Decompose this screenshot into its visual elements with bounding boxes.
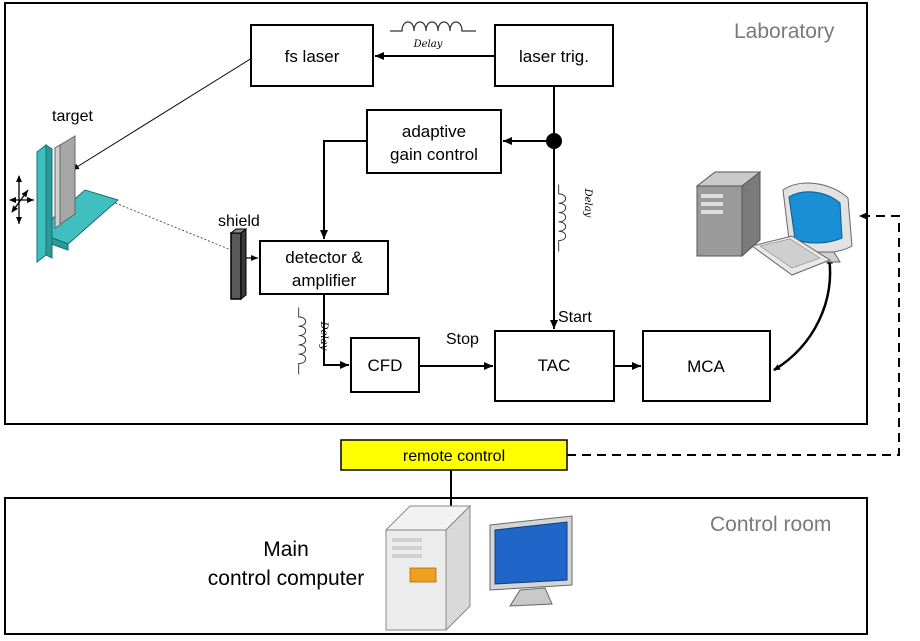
fs-laser-label: fs laser [285, 47, 340, 66]
delay-coil-icon [389, 21, 477, 32]
tac-box: TAC [494, 330, 615, 402]
main-computer-label-2: control computer [208, 567, 364, 590]
cfd-label: CFD [368, 356, 403, 375]
target-label: target [52, 108, 93, 125]
delay-coil-icon [298, 307, 307, 375]
shield-label: shield [218, 213, 260, 230]
control-room-frame [4, 497, 868, 635]
target-shield-dotted [107, 199, 237, 253]
detector-to-cfd-arrow [323, 294, 349, 369]
target-stage-icon [36, 135, 120, 264]
move-arrows-icon [9, 175, 34, 224]
lab-computer-icon [695, 170, 853, 276]
main-computer-label-1: Main [263, 538, 309, 561]
adaptive-gain-control-box: adaptive gain control [366, 109, 502, 174]
adaptive-gain-label-1: adaptive [402, 122, 466, 141]
start-label: Start [558, 309, 592, 326]
delay-label-left: Delay [318, 321, 329, 351]
laser-trigger-label: laser trig. [519, 47, 589, 66]
delay-label-vertical: Delay [582, 188, 593, 218]
delay-label-top: Delay [413, 39, 443, 50]
remote-control-dashed-link [567, 212, 900, 456]
gain-to-detector-arrow [320, 140, 367, 239]
stop-label: Stop [446, 331, 479, 348]
fs-laser-box: fs laser [250, 24, 374, 87]
detector-label-1: detector & [285, 248, 363, 267]
tac-label: TAC [538, 356, 571, 375]
laser-trigger-box: laser trig. [494, 24, 614, 87]
remote-control-label: remote control [403, 448, 505, 465]
detector-amplifier-box: detector & amplifier [259, 240, 389, 295]
mca-box: MCA [642, 330, 771, 402]
laboratory-label: Laboratory [734, 20, 835, 43]
detector-label-2: amplifier [292, 271, 357, 290]
mca-label: MCA [687, 357, 725, 376]
control-room-label: Control room [710, 513, 831, 536]
remote-control-box: remote control [340, 439, 568, 471]
shield-icon [229, 227, 248, 301]
cfd-box: CFD [350, 337, 420, 393]
laser-beam-line [71, 57, 253, 171]
main-computer-icon [384, 504, 573, 632]
adaptive-gain-label-2: gain control [390, 145, 478, 164]
mca-computer-link [773, 256, 833, 372]
delay-coil-icon [558, 184, 567, 252]
